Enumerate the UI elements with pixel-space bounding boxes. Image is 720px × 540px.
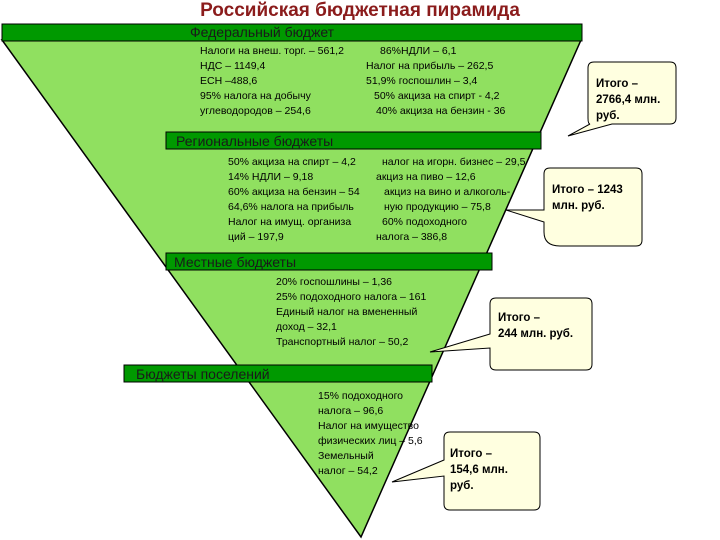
federal-right-column: 86%НДЛИ – 6,1 Налог на прибыль – 262,5 5… (366, 44, 505, 119)
list-item: 64,6% налога на прибыль (228, 201, 354, 213)
list-item: акциз на вино и алкоголь- (384, 186, 511, 198)
list-item: физических лиц – 5,6 (318, 435, 423, 447)
federal-left-column: Налоги на внеш. торг. – 561,2 НДС – 1149… (200, 44, 344, 119)
list-item: НДС – 1149,4 (200, 60, 266, 72)
list-item: углеводородов – 254,6 (200, 105, 311, 117)
list-item: 15% подоходного (318, 390, 404, 402)
band-settlements (123, 364, 433, 383)
list-item: 40% акциза на бензин - 36 (376, 105, 506, 117)
list-item: 50% акциза на спирт - 4,2 (374, 90, 500, 102)
list-item: Единый налог на вмененный (276, 306, 418, 318)
list-item: налог на игорн. бизнес – 29,5 (382, 156, 526, 168)
callout-regional (505, 167, 643, 247)
label-local: Местные бюджеты (174, 254, 297, 270)
list-item: 60% акциза на бензин – 54 (228, 186, 360, 198)
list-item: акциз на пиво – 12,6 (376, 171, 476, 183)
total-settlements: Итого – 154,6 млн. руб. (450, 448, 508, 492)
label-regional: Региональные бюджеты (176, 133, 334, 149)
list-item: 25% подоходного налога – 161 (276, 291, 427, 303)
local-column: 20% госпошлины – 1,36 25% подоходного на… (276, 275, 426, 350)
callout-federal (567, 61, 677, 137)
list-item: 50% акциза на спирт – 4,2 (228, 156, 356, 168)
list-item: Транспортный налог – 50,2 (276, 336, 409, 348)
total-regional: Итого – 1243 млн. руб. (552, 184, 623, 212)
total-local: Итого – 244 млн. руб. (498, 312, 574, 340)
list-item: 20% госпошлины – 1,36 (276, 276, 393, 288)
list-item: Земельный (318, 450, 374, 462)
list-item: ций – 197,9 (228, 231, 284, 243)
list-item: доход – 32,1 (276, 321, 337, 333)
band-local (165, 252, 493, 271)
list-item: налог – 54,2 (318, 465, 378, 477)
settlements-column: 15% подоходного налога – 96,6 Налог на и… (318, 389, 423, 479)
list-item: Налог на прибыль – 262,5 (366, 60, 494, 72)
band-federal (1, 23, 583, 42)
label-federal: Федеральный бюджет (190, 24, 335, 40)
list-item: 60% подоходного (382, 216, 468, 228)
total-federal: Итого – 2766,4 млн. руб. (596, 78, 661, 122)
list-item: налога – 96,6 (318, 405, 384, 417)
page-title: Российская бюджетная пирамида (200, 0, 520, 21)
list-item: 51,9% госпошлин – 3,4 (366, 75, 478, 87)
regional-left-column: 50% акциза на спирт – 4,2 14% НДЛИ – 9,1… (228, 155, 360, 245)
list-item: ную продукцию – 75,8 (384, 201, 491, 213)
callout-local (429, 297, 593, 371)
list-item: 86%НДЛИ – 6,1 (380, 45, 457, 57)
list-item: налога – 386,8 (376, 231, 448, 243)
list-item: 95% налога на добычу (200, 90, 311, 102)
list-item: ЕСН –488,6 (200, 75, 258, 87)
list-item: Налог на имущество (318, 420, 419, 432)
callout-settlements (391, 431, 541, 511)
list-item: Налог на имущ. организа (228, 216, 352, 228)
list-item: 14% НДЛИ – 9,18 (228, 171, 314, 183)
label-settlements: Бюджеты поселений (136, 366, 270, 382)
regional-right-column: налог на игорн. бизнес – 29,5 акциз на п… (376, 155, 526, 245)
band-regional (165, 131, 542, 150)
list-item: Налоги на внеш. торг. – 561,2 (200, 45, 344, 57)
